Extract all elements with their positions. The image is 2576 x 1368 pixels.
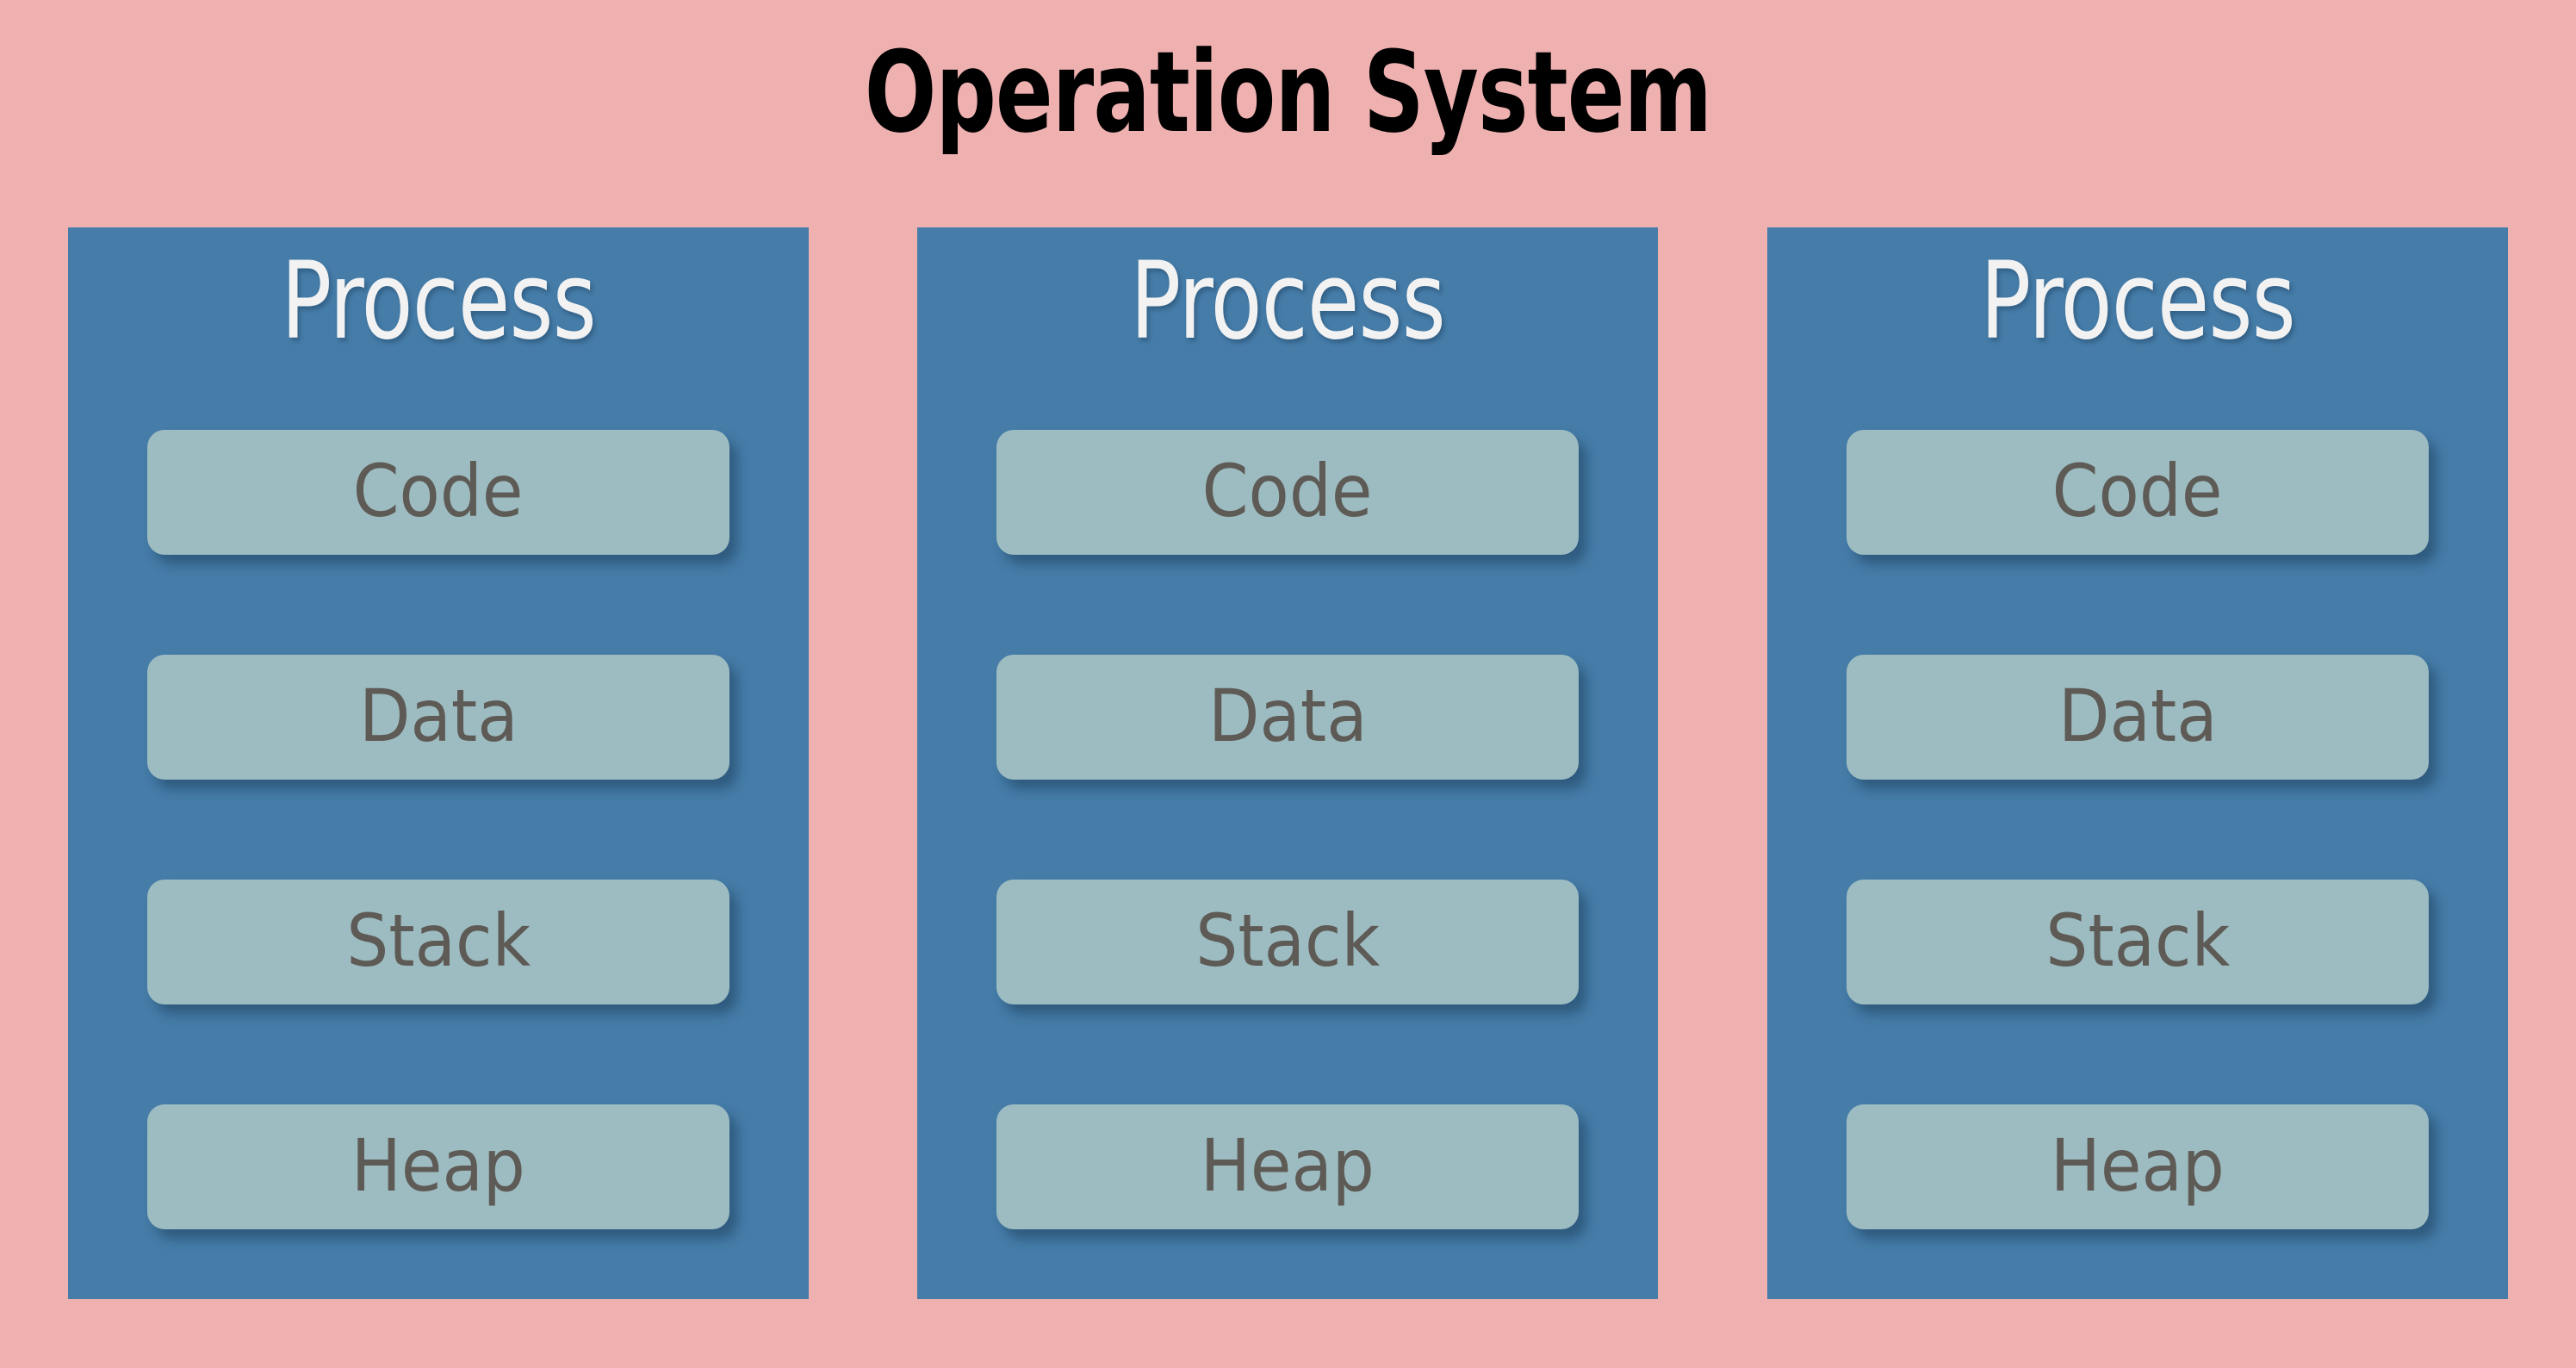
page-title: Operation System bbox=[864, 27, 1712, 158]
process-box-2: Process Code Data Stack Heap bbox=[917, 227, 1658, 1299]
segment-data: Data bbox=[1847, 655, 2429, 780]
segment-label: Heap bbox=[1200, 1122, 1375, 1208]
segment-label: Heap bbox=[2050, 1122, 2225, 1208]
segment-heap: Heap bbox=[996, 1104, 1579, 1229]
segment-stack: Stack bbox=[147, 880, 729, 1004]
process-title: Process bbox=[1980, 239, 2296, 364]
segment-label: Data bbox=[358, 673, 518, 758]
segment-code: Code bbox=[1847, 430, 2429, 555]
process-title: Process bbox=[281, 239, 597, 364]
segment-label: Code bbox=[1202, 448, 1373, 533]
process-box-3: Process Code Data Stack Heap bbox=[1767, 227, 2508, 1299]
segment-code: Code bbox=[996, 430, 1579, 555]
segment-label: Data bbox=[2058, 673, 2218, 758]
process-title: Process bbox=[1130, 239, 1446, 364]
segment-code: Code bbox=[147, 430, 729, 555]
segment-data: Data bbox=[996, 655, 1579, 780]
segment-label: Stack bbox=[1195, 898, 1380, 983]
segment-label: Code bbox=[353, 448, 524, 533]
process-box-1: Process Code Data Stack Heap bbox=[68, 227, 809, 1299]
segment-stack: Stack bbox=[996, 880, 1579, 1004]
segment-data: Data bbox=[147, 655, 729, 780]
segment-label: Stack bbox=[2045, 898, 2230, 983]
segment-heap: Heap bbox=[147, 1104, 729, 1229]
segment-label: Heap bbox=[351, 1122, 526, 1208]
segment-label: Stack bbox=[346, 898, 531, 983]
segment-heap: Heap bbox=[1847, 1104, 2429, 1229]
segment-label: Data bbox=[1207, 673, 1368, 758]
process-row: Process Code Data Stack Heap Process Cod… bbox=[68, 227, 2508, 1299]
segment-label: Code bbox=[2052, 448, 2223, 533]
segment-stack: Stack bbox=[1847, 880, 2429, 1004]
